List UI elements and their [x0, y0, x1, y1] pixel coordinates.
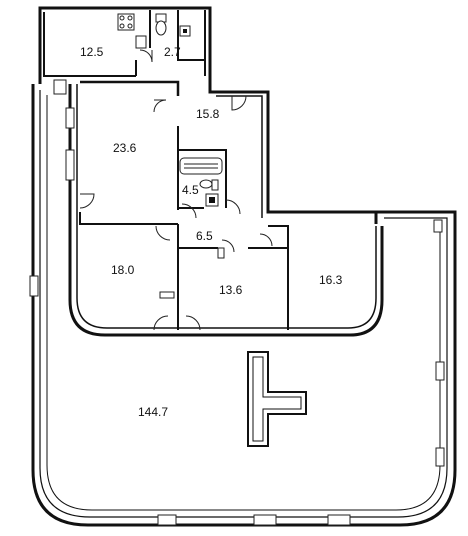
room-area-kitchen: 12.5 [80, 45, 104, 59]
door-arc [181, 203, 197, 219]
door-arc [185, 315, 201, 331]
wc-fixtures [155, 13, 191, 37]
room-area-corridor: 6.5 [196, 229, 213, 243]
room-area-wc: 2.7 [164, 45, 181, 59]
room-area-living: 23.6 [113, 141, 137, 155]
terrace-outline [29, 84, 457, 527]
door-arc [231, 95, 247, 111]
door-arc [79, 193, 95, 209]
door-jamb [217, 247, 225, 259]
door-arc [153, 99, 167, 113]
toilet-icon [155, 20, 167, 36]
door-arc [155, 225, 171, 241]
apartment-walls [38, 6, 384, 337]
room-area-bedroom-2: 13.6 [219, 283, 243, 297]
bath-toilet-icon [199, 179, 213, 189]
kitchen-fixtures [117, 13, 147, 49]
room-labels: 12.5 2.7 15.8 23.6 4.5 6.5 18.0 13.6 16.… [80, 45, 343, 419]
room-area-hall: 15.8 [196, 107, 220, 121]
bathtub-icon [179, 157, 223, 175]
sink-icon [135, 35, 147, 49]
terrace-post [433, 219, 443, 233]
terrace-post [435, 361, 445, 381]
terrace-post [253, 514, 277, 526]
door-arc [221, 239, 235, 253]
room-area-bedroom-1: 18.0 [111, 263, 135, 277]
terrace-post [157, 514, 177, 526]
bath-tank-icon [211, 179, 219, 191]
room-area-bedroom-3: 16.3 [319, 273, 343, 287]
bath-fixtures [179, 157, 223, 207]
room-area-bath: 4.5 [182, 183, 199, 197]
wall-window [65, 107, 75, 129]
room-area-terrace: 144.7 [138, 405, 168, 419]
door-arc [153, 315, 169, 331]
door-arc [225, 199, 241, 215]
radiator [159, 291, 175, 299]
doors [79, 49, 273, 331]
terrace-post [327, 514, 351, 526]
terrace-feature [247, 351, 307, 447]
door-arc [259, 233, 273, 247]
terrace-post [435, 447, 445, 467]
column-pillar [53, 79, 67, 95]
terrace-post [29, 275, 39, 297]
wall-window [65, 149, 75, 181]
door-arc [139, 49, 153, 63]
